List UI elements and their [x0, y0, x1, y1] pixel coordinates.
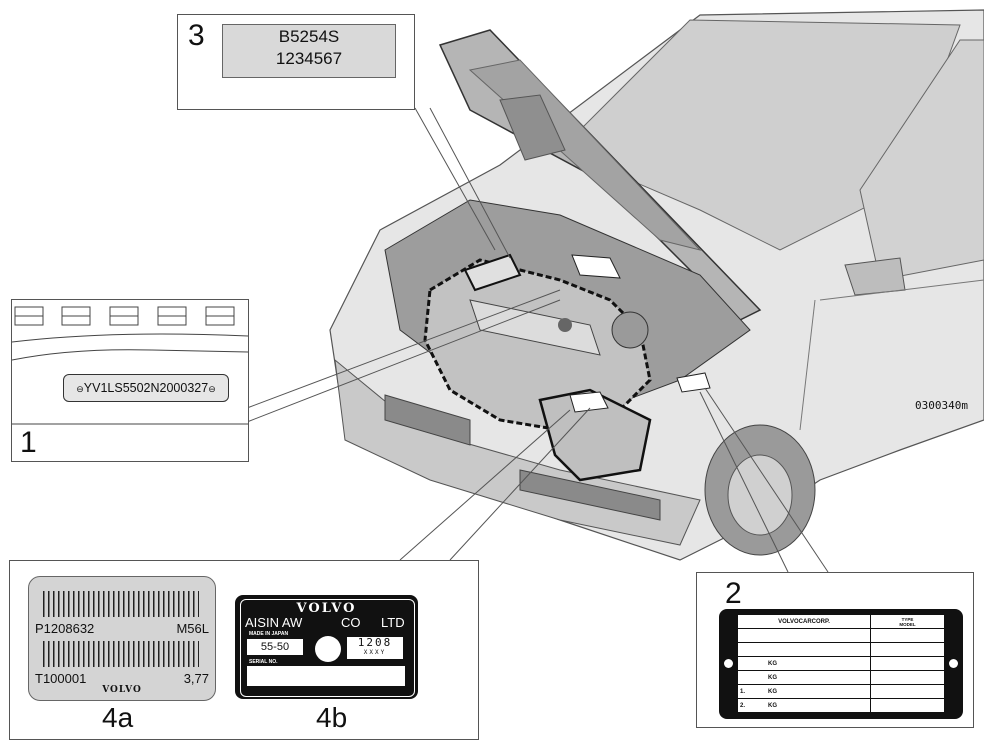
label-4a: 4a — [102, 702, 134, 733]
round-emblem — [315, 636, 341, 662]
header-left: VOLVOCARCORP. — [737, 614, 871, 629]
header-right: TYPE MODEL — [870, 614, 945, 629]
barcode-top — [43, 591, 199, 617]
plate-4a: P1208632 M56L T100001 3,77 VOLVO — [28, 576, 216, 701]
maker-mid: CO — [341, 615, 361, 630]
model-box: 55-50 — [247, 639, 303, 655]
screw-icon: ⊖ — [76, 384, 84, 394]
rivet-left — [724, 659, 733, 668]
serial-number: T100001 — [35, 671, 87, 686]
made-in: MADE IN JAPAN — [249, 631, 289, 637]
vin-plate: ⊖YV1LS5502N2000327⊖ — [63, 374, 229, 402]
code-bottom: XXXY — [363, 649, 387, 656]
label-4b: 4b — [316, 702, 348, 733]
type-plate: VOLVOCARCORP. TYPE MODEL KG KG 1.KG 2.KG — [719, 609, 963, 719]
brand-logo: VOLVO — [296, 601, 357, 616]
table-row: 1.KG — [737, 684, 945, 699]
engine-serial: 1234567 — [275, 49, 343, 68]
serial-label: SERIAL NO. — [249, 659, 278, 665]
code-box: 1208 XXXY — [347, 637, 403, 659]
model-code: M56L — [176, 621, 209, 636]
windscreen-edge-drawing — [12, 306, 248, 425]
table-row: 2.KG — [737, 698, 945, 713]
table-row: KG — [737, 656, 945, 671]
table-row — [737, 642, 945, 657]
ratio: 3,77 — [183, 671, 209, 686]
barcode-bottom — [43, 641, 199, 667]
rivet-right — [949, 659, 958, 668]
type-plate-table: VOLVOCARCORP. TYPE MODEL KG KG 1.KG 2.KG — [737, 614, 945, 713]
screw-icon: ⊖ — [208, 384, 216, 394]
maker-right: LTD — [381, 615, 405, 630]
engine-number-plate: B5254S 1234567 — [222, 24, 396, 78]
callout-2-type-plate: 2 VOLVOCARCORP. TYPE MODEL KG KG 1.KG 2.… — [696, 572, 974, 728]
callout-number: 1 — [20, 426, 37, 459]
callout-3-engine-label: 3 B5254S 1234567 — [177, 14, 415, 110]
serial-box — [247, 666, 405, 686]
figure-code: 0300340m — [915, 399, 968, 412]
callout-4-gearbox-labels: P1208632 M56L T100001 3,77 VOLVO 4a VOLV… — [9, 560, 479, 740]
table-row — [737, 628, 945, 643]
maker-left: AISIN AW — [245, 615, 303, 630]
callout-number: 2 — [725, 577, 742, 610]
part-number: P1208632 — [35, 621, 95, 636]
table-row: KG — [737, 670, 945, 685]
callout-number: 3 — [188, 19, 205, 52]
brand-logo: VOLVO — [102, 685, 142, 695]
code-top: 1208 — [357, 636, 393, 649]
engine-type: B5254S — [278, 27, 340, 46]
vin-number: YV1LS5502N2000327 — [83, 381, 209, 395]
plate-4b: VOLVO AISIN AW CO LTD MADE IN JAPAN 55-5… — [235, 595, 418, 699]
